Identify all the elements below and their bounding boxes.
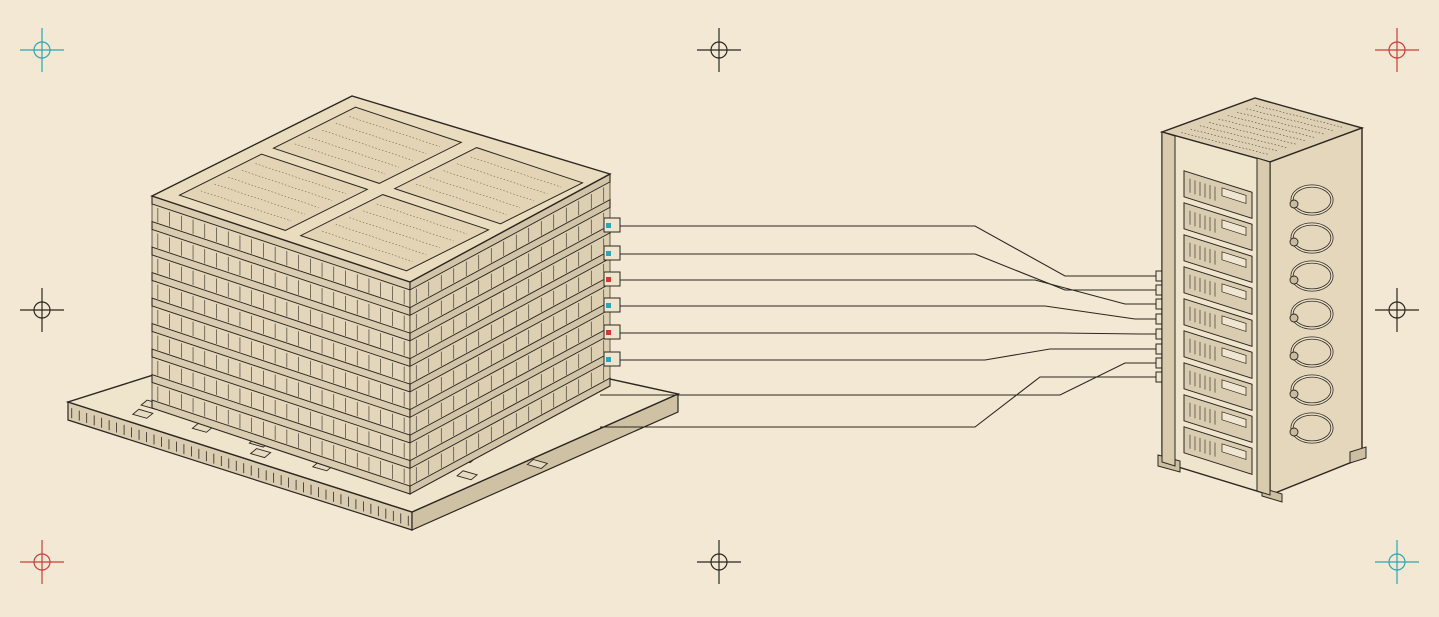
rack-post-left	[1161, 131, 1176, 467]
rack-unit-display	[1221, 251, 1247, 268]
rack-unit	[1183, 266, 1253, 315]
rack-cable-coil-highlight	[1291, 375, 1333, 405]
stack-lid-surface	[150, 95, 612, 283]
stack-lid-vent-panel	[299, 194, 490, 272]
stack-lid-vent-panel	[393, 147, 584, 225]
rack-unit-display	[1221, 283, 1247, 300]
rack-unit	[1183, 170, 1253, 219]
rack-unit	[1183, 330, 1253, 379]
rack-foot	[1349, 446, 1367, 464]
rack-unit-display	[1221, 315, 1247, 332]
rack-unit-display	[1221, 219, 1247, 236]
cable-6-source-port	[603, 351, 621, 367]
rack-top-vent	[1255, 105, 1343, 128]
stack-lid-vent-panel	[178, 153, 369, 231]
cable-2	[620, 253, 1156, 291]
rack-cable-plug	[1289, 275, 1299, 285]
rack-cable-plug	[1289, 351, 1299, 361]
rack-cable-coil-highlight	[1291, 337, 1333, 367]
cable-8	[600, 376, 1156, 428]
server-stack	[150, 95, 612, 495]
cable-6	[620, 348, 1156, 361]
rack-post-right	[1256, 157, 1271, 496]
stack-layer	[151, 300, 611, 436]
cable-5-source-port	[603, 324, 621, 340]
reg-mark-top-center	[697, 28, 741, 72]
rack-unit-display	[1221, 443, 1247, 460]
stack-layer	[151, 224, 611, 360]
stack-layer	[151, 249, 611, 385]
board-chip	[249, 448, 272, 459]
rack-top-vent	[1181, 132, 1270, 155]
rack-cable-coil-highlight	[1291, 261, 1333, 291]
rack-cable-coil-highlight	[1291, 299, 1333, 329]
rack-cable-coil-highlight	[1291, 223, 1333, 253]
rack-unit	[1183, 234, 1253, 283]
stack-top-lid	[151, 173, 611, 309]
stack-layer	[151, 275, 611, 411]
rack-top-vent	[1246, 108, 1334, 132]
rack-top-vent	[1218, 118, 1307, 142]
rack-unit	[1183, 362, 1253, 411]
rack-unit	[1183, 202, 1253, 251]
cable-bundle	[600, 217, 1171, 428]
cable-7	[600, 362, 1156, 396]
cable-3-source-port	[603, 271, 621, 287]
rack-cable-plug	[1289, 313, 1299, 323]
rack-top-vent	[1237, 111, 1325, 135]
cable-4-source-port	[603, 297, 621, 313]
cable-3	[620, 279, 1156, 305]
rack-cable-plug	[1289, 237, 1299, 247]
reg-mark-bottom-left	[20, 540, 64, 584]
rack-top-vent	[1199, 125, 1288, 149]
cable-4	[620, 305, 1156, 320]
cable-1-source-port	[603, 217, 621, 233]
rack-cable-plug	[1289, 389, 1299, 399]
stack-layer	[151, 326, 611, 462]
rack-unit-display	[1221, 379, 1247, 396]
reg-mark-bottom-center	[697, 540, 741, 584]
board-chip	[456, 470, 479, 481]
reg-mark-top-right	[1375, 28, 1419, 72]
cable-2-source-port	[603, 245, 621, 261]
cable-5	[620, 332, 1156, 335]
registration-marks	[20, 28, 1419, 584]
rack-unit	[1183, 298, 1253, 347]
rack-cable-plug	[1289, 427, 1299, 437]
stack-layer	[151, 198, 611, 334]
server-rack	[1157, 97, 1367, 503]
rack-cable-plug	[1289, 199, 1299, 209]
board-chip	[131, 408, 154, 419]
reg-mark-middle-right	[1375, 288, 1419, 332]
rack-cable-coil-highlight	[1291, 413, 1333, 443]
rack-top-vent	[1227, 115, 1316, 138]
reg-mark-middle-left	[20, 288, 64, 332]
rack-top-vent	[1190, 128, 1279, 152]
rack-unit-display	[1221, 411, 1247, 428]
rack-unit-display	[1221, 347, 1247, 364]
rack-unit	[1183, 394, 1253, 443]
cable-1	[620, 225, 1156, 277]
reg-mark-bottom-right	[1375, 540, 1419, 584]
rack-cable-coil-highlight	[1291, 185, 1333, 215]
board-chip	[526, 459, 549, 469]
rack-top-vent	[1209, 122, 1297, 145]
reg-mark-top-left	[20, 28, 64, 72]
rack-unit	[1183, 426, 1253, 475]
stack-layer	[151, 351, 611, 487]
rack-side-face	[1269, 126, 1363, 497]
stack-lid-vent-panel	[272, 106, 463, 184]
rack-unit-display	[1221, 187, 1247, 204]
